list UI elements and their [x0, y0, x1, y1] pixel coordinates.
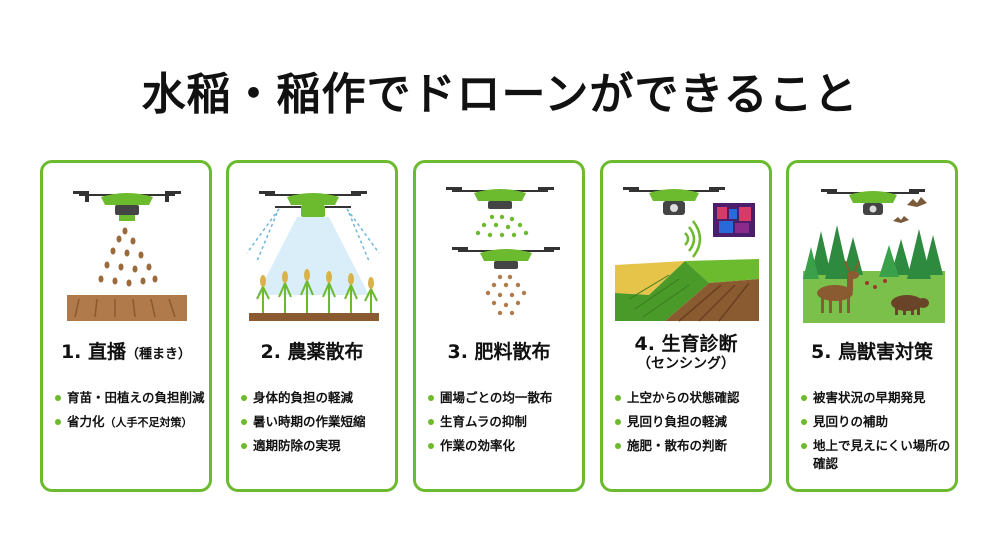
card-fertilizer-spreading: 3. 肥料散布 圃場ごとの均一散布 生育ムラの抑制 作業の効率化 [413, 160, 585, 492]
bird-icon [893, 197, 927, 223]
benefit-list: 圃場ごとの均一散布 生育ムラの抑制 作業の効率化 [428, 389, 580, 461]
boar-icon [891, 295, 929, 315]
list-item: 見回りの補助 [801, 413, 953, 431]
list-item: 施肥・散布の判断 [615, 437, 767, 455]
seeding-drone-icon [67, 191, 187, 321]
list-item: 地上で見えにくい場所の確認 [801, 437, 953, 473]
card-direct-seeding: 1. 直播（種まき） 育苗・田植えの負担削減 省力化（人手不足対策） [40, 160, 212, 492]
list-item: 育苗・田植えの負担削減 [55, 389, 207, 407]
list-item: 生育ムラの抑制 [428, 413, 580, 431]
list-item: 身体的負担の軽減 [241, 389, 393, 407]
card-heading: 2. 農薬散布 [260, 341, 364, 363]
page-title: 水稲・稲作でドローンができること [141, 69, 859, 120]
pesticide-spray-drone-icon [246, 191, 380, 321]
drone-icon [623, 187, 725, 215]
benefit-list: 上空からの状態確認 見回り負担の軽減 施肥・散布の判断 [615, 389, 767, 461]
card-heading: 5. 鳥獣害対策 [810, 341, 934, 363]
deer-icon [817, 260, 860, 313]
list-item: 適期防除の実現 [241, 437, 393, 455]
sensing-drone-icon [615, 187, 759, 322]
fertilizer-drone-icon [446, 187, 560, 316]
list-item: 上空からの状態確認 [615, 389, 767, 407]
ndvi-map-icon [713, 203, 755, 237]
list-item: 暑い時期の作業短縮 [241, 413, 393, 431]
card-heading: 1. 直播（種まき） [60, 341, 192, 363]
card-heading: 4. 生育診断 （センシング） [634, 333, 738, 372]
drone-icon [821, 189, 925, 215]
list-item: 作業の効率化 [428, 437, 580, 455]
benefit-list: 育苗・田植えの負担削減 省力化（人手不足対策） [55, 389, 207, 438]
list-item: 省力化（人手不足対策） [55, 413, 207, 432]
benefit-list: 被害状況の早期発見 見回りの補助 地上で見えにくい場所の確認 [801, 389, 953, 479]
drone-icon [259, 191, 367, 217]
card-growth-diagnosis: 4. 生育診断 （センシング） 上空からの状態確認 見回り負担の軽減 施肥・散布… [600, 160, 772, 492]
benefit-list: 身体的負担の軽減 暑い時期の作業短縮 適期防除の実現 [241, 389, 393, 461]
list-item: 圃場ごとの均一散布 [428, 389, 580, 407]
drone-icon [446, 187, 554, 209]
card-wildlife-damage: 5. 鳥獣害対策 被害状況の早期発見 見回りの補助 地上で見えにくい場所の確認 [786, 160, 958, 492]
card-heading: 3. 肥料散布 [447, 341, 551, 363]
drone-icon [73, 191, 181, 221]
wildlife-camera-drone-icon [803, 189, 945, 323]
list-item: 見回り負担の軽減 [615, 413, 767, 431]
card-pesticide-spraying: 2. 農薬散布 身体的負担の軽減 暑い時期の作業短縮 適期防除の実現 [226, 160, 398, 492]
list-item: 被害状況の早期発見 [801, 389, 953, 407]
drone-icon [452, 247, 560, 269]
